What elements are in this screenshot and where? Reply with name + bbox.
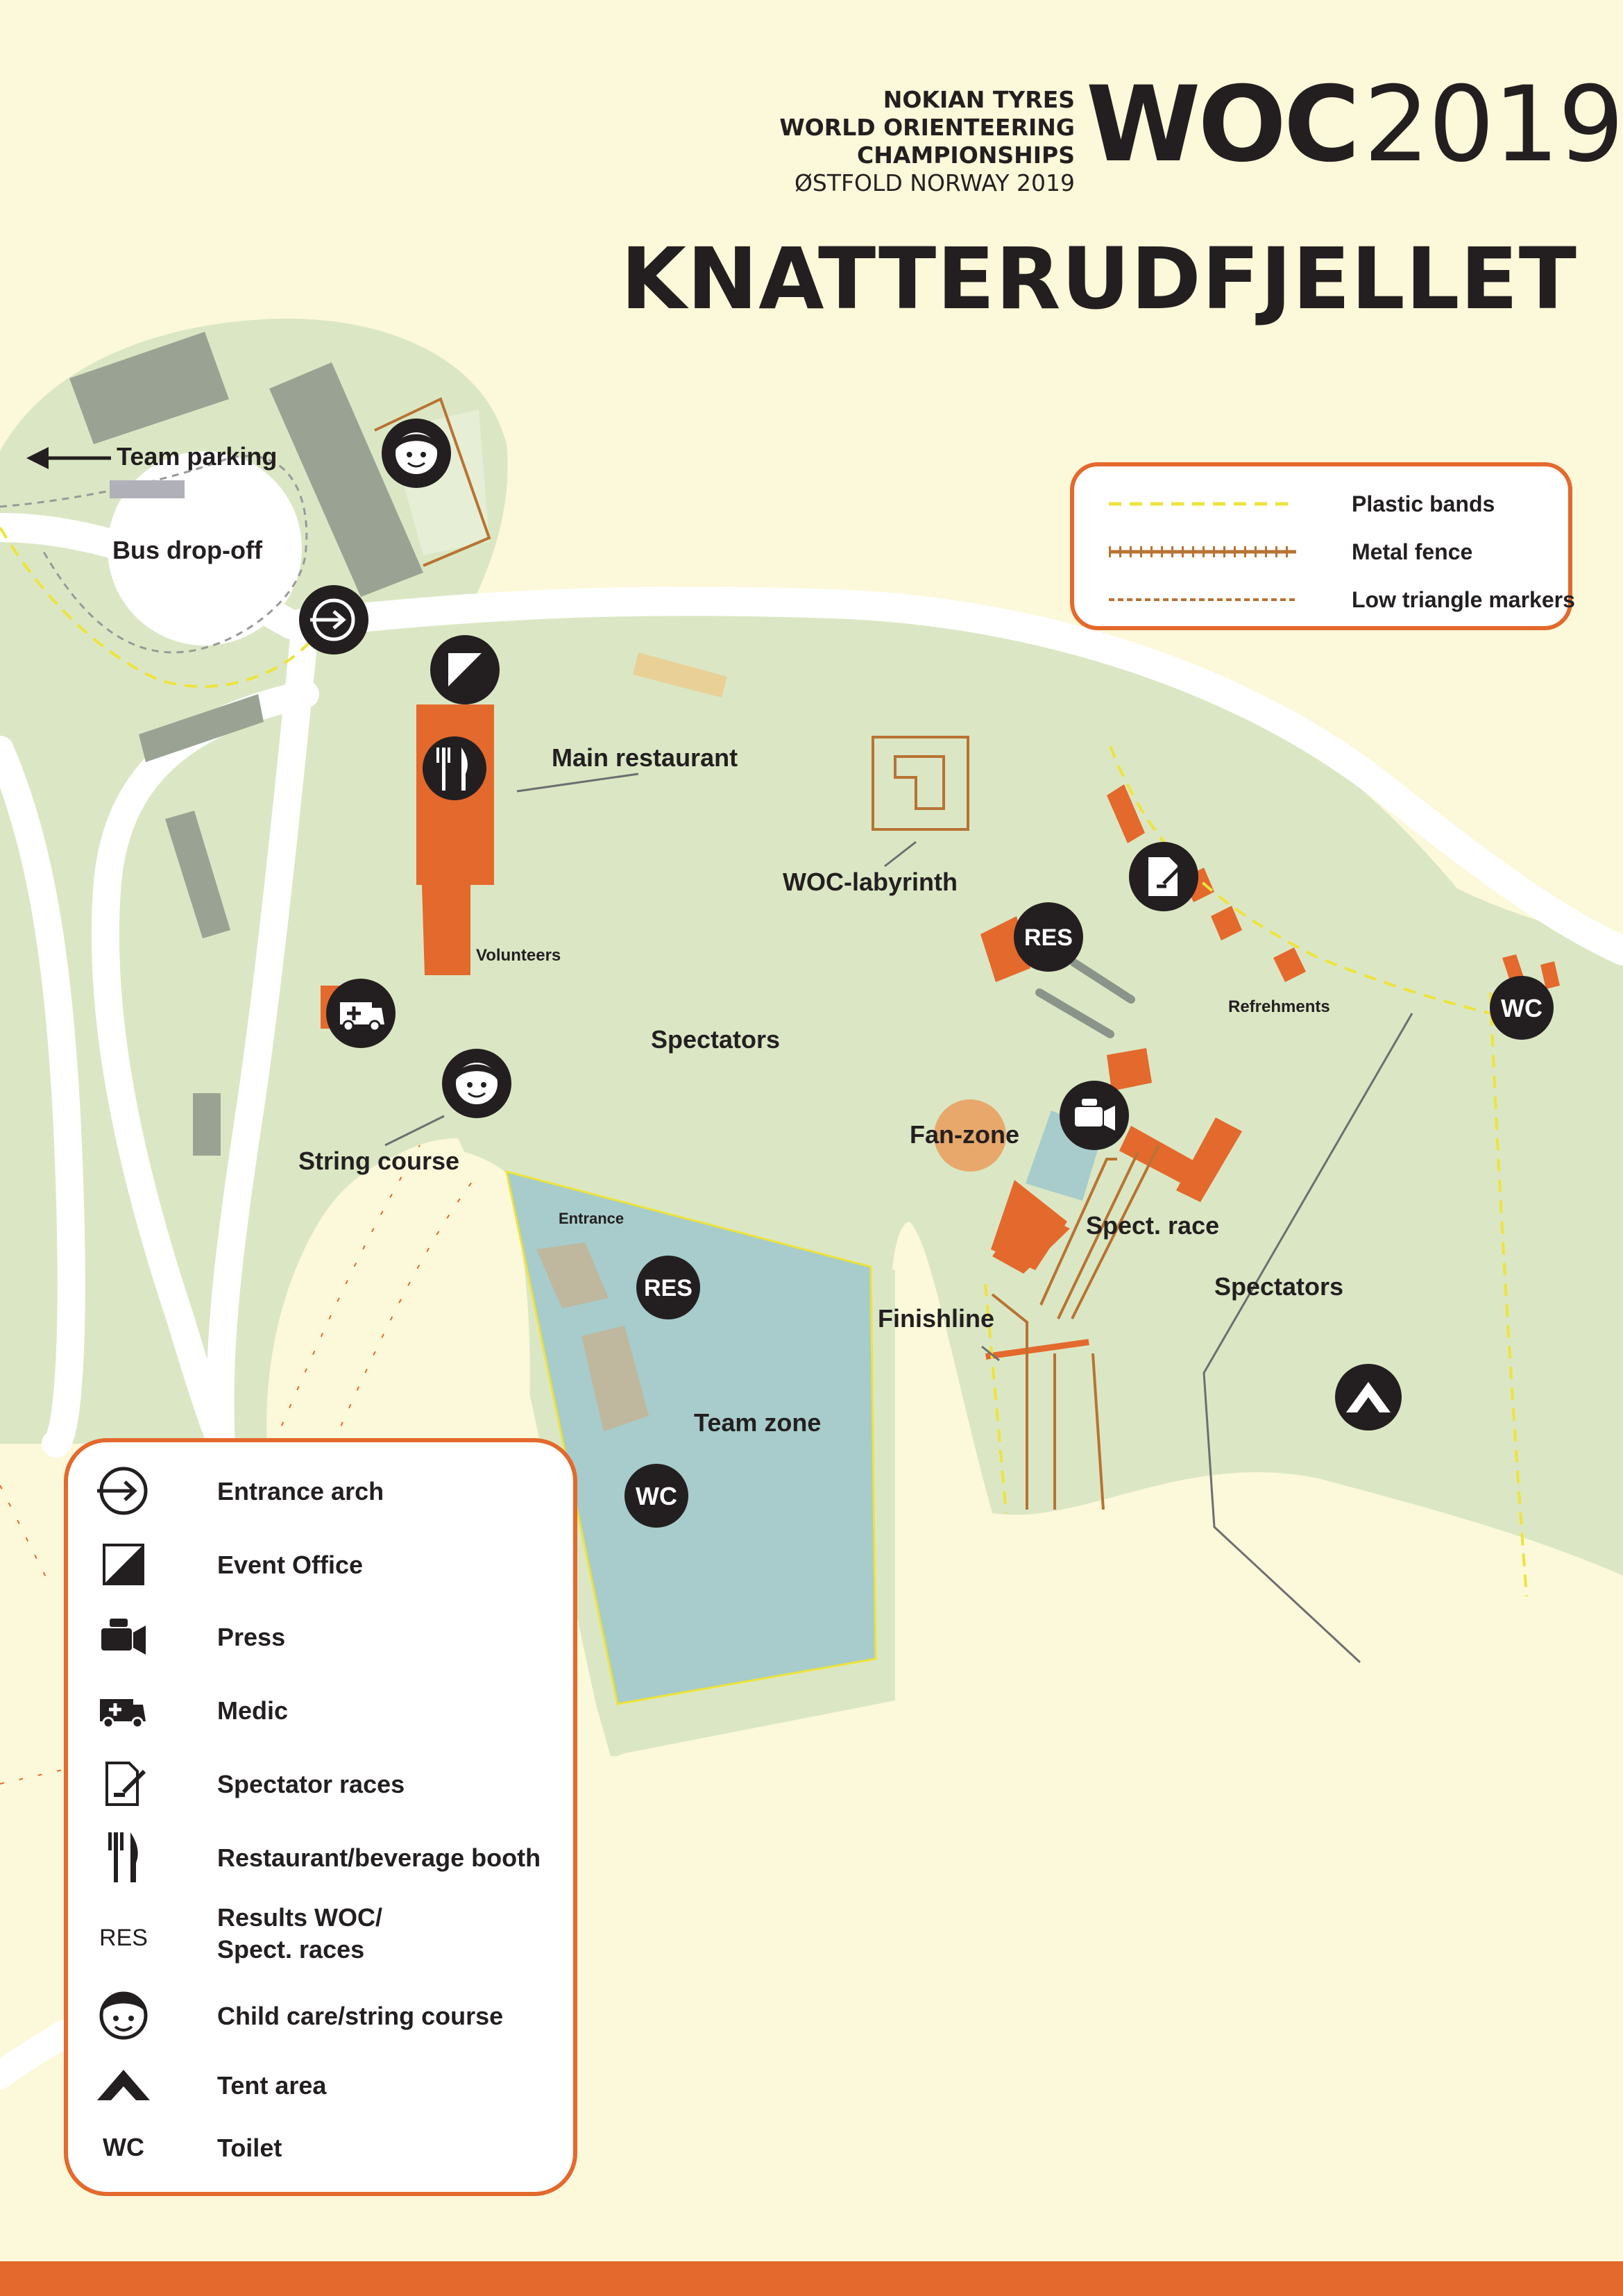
sponsor-line-1: NOKIAN TYRES xyxy=(883,86,1075,113)
legend-label: Toilet xyxy=(217,2134,282,2162)
tan-structure xyxy=(633,652,727,698)
results-boards xyxy=(1035,959,1135,1038)
child-care-icon[interactable] xyxy=(382,419,451,488)
wc-text: WC xyxy=(1501,994,1543,1022)
label-spectators-east: Spectators xyxy=(1214,1272,1343,1301)
wc-text: WC xyxy=(636,1482,677,1510)
label-fan-zone: Fan-zone xyxy=(910,1120,1019,1149)
label-main-restaurant: Main restaurant xyxy=(552,743,738,772)
sponsor-line-4: ØSTFOLD NORWAY 2019 xyxy=(794,169,1075,196)
legend-toilet: WC Toilet xyxy=(68,2120,568,2175)
legend-press: Press xyxy=(68,1609,568,1664)
triangle-markers-swatch xyxy=(1109,598,1296,601)
res-text: RES xyxy=(1024,925,1073,951)
team-parking-arrow xyxy=(26,447,111,469)
label-volunteers: Volunteers xyxy=(476,946,561,965)
legend-results: RES Results WOC/ Spect. races xyxy=(68,1903,568,1973)
legend-tent-area: Tent area xyxy=(68,2057,568,2113)
tent-icon[interactable] xyxy=(1335,1364,1402,1430)
entrance-arch-icon xyxy=(96,1463,151,1519)
woc-logo: WOC xyxy=(1086,65,1360,185)
label-spect-race: Spect. race xyxy=(1086,1211,1219,1240)
woc-year: 2019 xyxy=(1363,65,1623,185)
label-spectators-center: Spectators xyxy=(651,1025,780,1054)
wc-text-icon: WC xyxy=(96,2120,151,2175)
res-icon-team-zone[interactable]: RES xyxy=(636,1256,700,1319)
legend-child-care: Child care/string course xyxy=(68,1988,568,2043)
legend-label: Tent area xyxy=(217,2071,327,2100)
legend-restaurant: Restaurant/beverage booth xyxy=(68,1830,568,1885)
footer-bar xyxy=(0,2261,1623,2296)
label-entrance: Entrance xyxy=(559,1210,624,1227)
press-icon[interactable] xyxy=(1060,1081,1129,1150)
legend-event-office: Event Office xyxy=(68,1537,568,1592)
legend-spectator-races: Spectator races xyxy=(68,1756,568,1812)
bus-dropoff-circle xyxy=(108,451,302,645)
legend-label: Event Office xyxy=(217,1551,364,1579)
legend-label: Metal fence xyxy=(1352,539,1473,564)
label-string-course: String course xyxy=(298,1147,459,1175)
legend-entrance-arch: Entrance arch xyxy=(68,1463,568,1519)
spectator-races-icon[interactable] xyxy=(1129,842,1198,911)
medic-icon[interactable] xyxy=(326,979,396,1048)
triangle-markers xyxy=(0,1145,479,1784)
legend-medic: Medic xyxy=(68,1682,568,1738)
label-bus-dropoff: Bus drop-off xyxy=(112,536,263,564)
grass-north-area xyxy=(0,319,1623,1756)
entrance-arch-icon[interactable] xyxy=(299,585,368,655)
line-legend: Plastic bands Metal fence Low triangle m… xyxy=(1070,462,1575,630)
child-care-icon-2[interactable] xyxy=(442,1049,511,1118)
string-course-field xyxy=(266,1148,530,1444)
sponsor-line-3: CHAMPIONSHIPS xyxy=(857,142,1075,169)
res-icon-north[interactable]: RES xyxy=(1014,902,1083,972)
boundary-lines xyxy=(384,773,1413,1664)
legend-label-line2: Spect. races xyxy=(217,1935,365,1964)
legend-label: Results WOC/ xyxy=(217,1903,383,1932)
label-team-parking: Team parking xyxy=(117,442,277,471)
legend-label: Low triangle markers xyxy=(1352,587,1575,612)
page-title: KNATTERUDFJELLET xyxy=(620,230,1577,328)
label-refreshments: Refrehments xyxy=(1228,997,1330,1016)
child-face-icon xyxy=(96,1988,151,2043)
legend-label: Medic xyxy=(217,1696,289,1725)
event-office-icon xyxy=(96,1537,151,1592)
label-finishline: Finishline xyxy=(878,1304,994,1333)
buildings xyxy=(69,332,649,1431)
fork-knife-icon xyxy=(96,1830,151,1885)
wc-icon-text: WC xyxy=(103,2133,144,2161)
label-team-zone: Team zone xyxy=(694,1408,821,1437)
sponsor-line-2: WORLD ORIENTEERING xyxy=(779,114,1075,141)
metal-fences xyxy=(374,397,1160,1510)
legend-label: Plastic bands xyxy=(1352,491,1495,516)
press-camera-icon xyxy=(96,1609,151,1664)
legend-label: Press xyxy=(217,1623,286,1651)
wc-icon-east[interactable]: WC xyxy=(1490,976,1554,1040)
wc-icon-team-zone[interactable]: WC xyxy=(624,1464,688,1528)
team-zone-area xyxy=(505,1170,877,1705)
res-icon-text: RES xyxy=(99,1924,148,1951)
medic-ambulance-icon xyxy=(96,1682,151,1738)
spectator-races-icon xyxy=(96,1756,151,1812)
legend-label: Restaurant/beverage booth xyxy=(217,1843,541,1872)
event-office-icon[interactable] xyxy=(430,635,500,704)
restaurant-icon[interactable] xyxy=(423,736,486,800)
label-woc-labyrinth: WOC-labyrinth xyxy=(783,868,958,896)
plastic-bands xyxy=(0,526,1528,1597)
res-text-icon: RES xyxy=(96,1910,151,1966)
legend-label: Child care/string course xyxy=(217,2002,504,2030)
icon-legend: Entrance arch Event Office Press Medic S… xyxy=(64,1438,577,2196)
legend-label: Entrance arch xyxy=(217,1477,384,1505)
legend-label: Spectator races xyxy=(217,1770,405,1798)
fan-zone-circle xyxy=(934,1099,1006,1172)
res-text: RES xyxy=(644,1275,692,1301)
tent-icon xyxy=(96,2057,151,2113)
metal-fence-swatch xyxy=(1109,546,1296,557)
plastic-bands-swatch xyxy=(1109,502,1296,506)
